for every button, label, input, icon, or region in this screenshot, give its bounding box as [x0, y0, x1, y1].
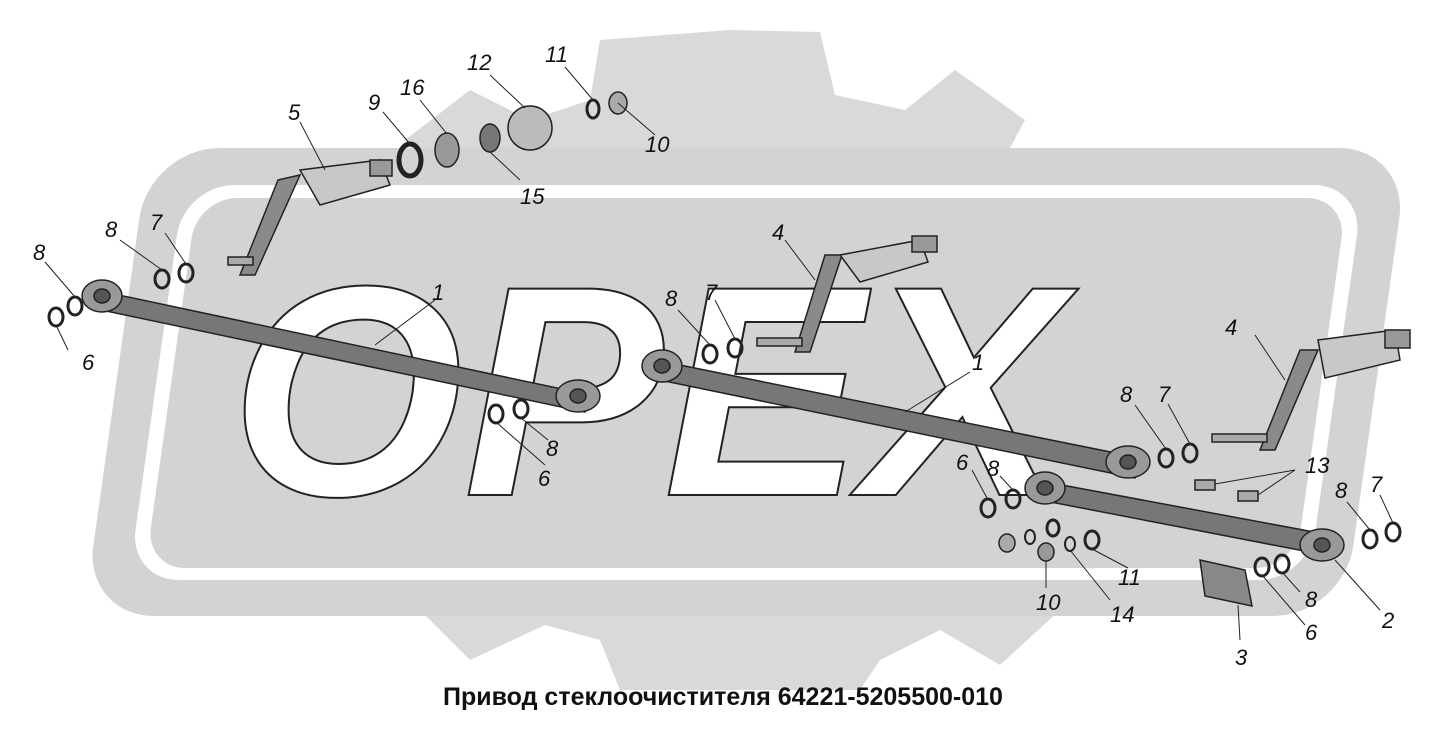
washer-8-far — [1361, 528, 1379, 550]
callout-8-center: 8 — [665, 286, 678, 311]
callout-13: 13 — [1305, 453, 1330, 478]
callout-8-left-b: 8 — [105, 217, 118, 242]
callout-11-top: 11 — [545, 42, 568, 67]
lever-4-right — [1211, 329, 1411, 451]
washer-6-mid — [487, 403, 505, 425]
callout-8-left-a: 8 — [33, 240, 46, 265]
washer-small-b — [1045, 518, 1061, 538]
washer-6-bottom — [1253, 556, 1271, 578]
rod-1-left — [81, 279, 601, 413]
callout-15: 15 — [520, 184, 545, 209]
callout-8-bottom: 8 — [1305, 587, 1318, 612]
callout-8-mid: 8 — [546, 436, 559, 461]
callout-5: 5 — [288, 100, 301, 125]
callout-7-center: 7 — [705, 280, 718, 305]
watermark-text: OPEX — [230, 223, 1079, 559]
bushing-15 — [479, 123, 501, 153]
lever-4-middle — [756, 235, 938, 353]
callouts: 1 1 2 3 4 4 5 6 6 6 6 7 7 7 7 8 8 8 8 8 … — [33, 42, 1394, 670]
washer-small-a — [1024, 529, 1036, 545]
callout-1-left: 1 — [432, 280, 444, 305]
callout-8-far: 8 — [1335, 478, 1348, 503]
nut-16 — [434, 132, 460, 168]
parts — [47, 91, 1411, 607]
callout-7-right: 7 — [1158, 382, 1171, 407]
rod-2 — [1024, 471, 1345, 562]
callout-7-left: 7 — [150, 210, 163, 235]
callout-8-right: 8 — [1120, 382, 1133, 407]
callout-6-lower: 6 — [956, 450, 969, 475]
nut-10-bottom — [1037, 542, 1055, 562]
callout-16: 16 — [400, 75, 425, 100]
washer-8-left — [66, 295, 84, 317]
callout-12: 12 — [467, 50, 491, 75]
callout-6-bottom: 6 — [1305, 620, 1318, 645]
callout-7-far: 7 — [1370, 472, 1383, 497]
callout-10-top: 10 — [645, 132, 670, 157]
diagram-caption: Привод стеклоочистителя 64221-5205500-01… — [443, 683, 1003, 711]
callout-6-mid: 6 — [538, 466, 551, 491]
callout-6-left: 6 — [82, 350, 95, 375]
washer-6-left — [47, 306, 65, 328]
callout-2: 2 — [1381, 608, 1394, 633]
nut-10-bottom-a — [998, 533, 1016, 553]
callout-4-middle: 4 — [772, 220, 784, 245]
washer-14 — [1064, 536, 1076, 552]
cap-12 — [507, 105, 553, 151]
callout-11-bottom: 11 — [1118, 565, 1141, 590]
lever-5 — [227, 159, 393, 276]
callout-9: 9 — [368, 90, 380, 115]
callout-4-right: 4 — [1225, 315, 1237, 340]
washer-8-bottom — [1273, 553, 1291, 575]
callout-10-bottom: 10 — [1036, 590, 1061, 615]
washer-7-far — [1384, 521, 1402, 543]
bolts-13 — [1194, 479, 1259, 502]
callout-1-middle: 1 — [972, 350, 984, 375]
plate-3 — [1199, 559, 1253, 607]
callout-3: 3 — [1235, 645, 1248, 670]
leader-lines — [44, 66, 1394, 641]
callout-14: 14 — [1110, 602, 1134, 627]
callout-8-lower: 8 — [987, 456, 1000, 481]
rod-1-middle — [641, 349, 1151, 479]
